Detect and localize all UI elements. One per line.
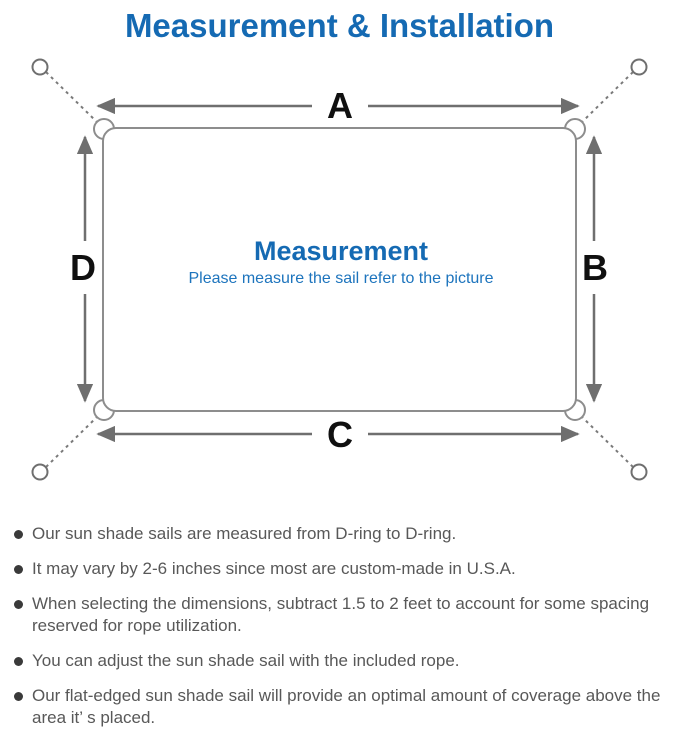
note-text: Our sun shade sails are measured from D-… (32, 523, 457, 543)
dimension-label-a: A (327, 85, 353, 126)
anchor-point-bottom-left (31, 463, 49, 481)
note-item: You can adjust the sun shade sail with t… (14, 650, 671, 672)
note-text: When selecting the dimensions, subtract … (32, 593, 650, 635)
note-item: Our sun shade sails are measured from D-… (14, 523, 671, 545)
dimension-label-b: B (582, 247, 608, 288)
rope-line-top-left (45, 70, 101, 126)
bullet-icon (14, 564, 23, 574)
note-item: When selecting the dimensions, subtract … (14, 593, 671, 637)
note-item: Our flat-edged sun shade sail will provi… (14, 685, 671, 729)
note-text: Our flat-edged sun shade sail will provi… (32, 686, 661, 728)
note-item: It may vary by 2-6 inches since most are… (14, 558, 671, 580)
rope-line-bottom-right (578, 412, 634, 468)
anchor-point-bottom-right (630, 463, 648, 481)
note-text: You can adjust the sun shade sail with t… (32, 650, 460, 670)
measurement-diagram: A C D B Measurement Please measure the s… (31, 58, 648, 481)
note-text: It may vary by 2-6 inches since most are… (32, 558, 516, 578)
bullet-icon (14, 656, 23, 666)
diagram-center-title: Measurement (254, 236, 428, 266)
rope-line-top-right (578, 70, 634, 126)
notes-list: Our sun shade sails are measured from D-… (0, 523, 679, 730)
dimension-label-d: D (70, 247, 96, 288)
anchor-point-top-right (630, 58, 648, 76)
rope-line-bottom-left (45, 412, 101, 468)
bullet-icon (14, 599, 23, 609)
dimension-label-c: C (327, 414, 353, 455)
bullet-icon (14, 529, 23, 539)
anchor-point-top-left (31, 58, 49, 76)
sail-outline (102, 126, 577, 412)
page-title: Measurement & Installation (124, 7, 555, 44)
bullet-icon (14, 692, 23, 702)
diagram-center-subtitle: Please measure the sail refer to the pic… (188, 270, 493, 287)
